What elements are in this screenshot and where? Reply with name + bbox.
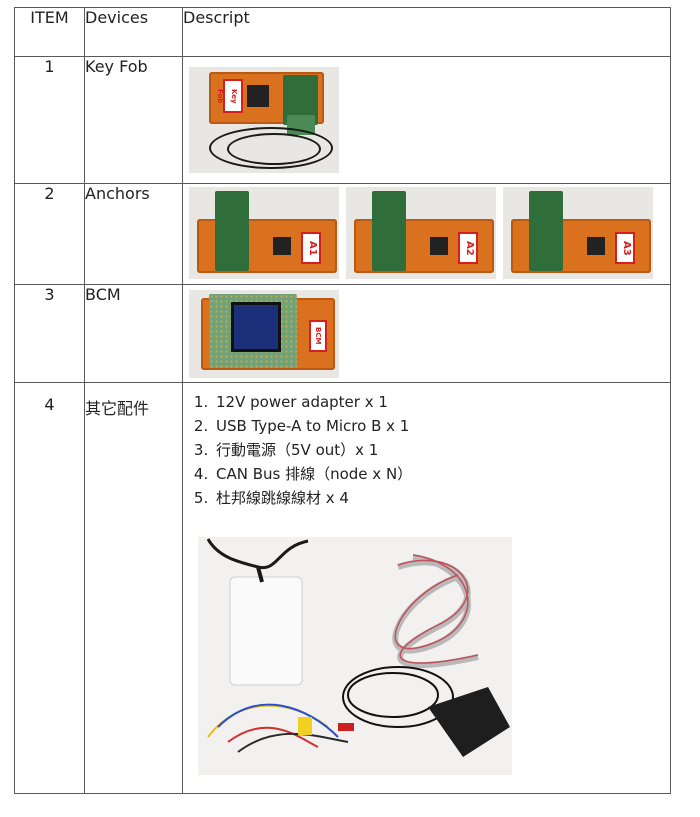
- device-photo-cell: Key Fob: [182, 56, 671, 184]
- device-name: BCM: [84, 284, 183, 383]
- list-item: 杜邦線跳線線材 x 4: [213, 486, 670, 510]
- table-row: 4 其它配件 12V power adapter x 1 USB Type-A …: [14, 382, 671, 794]
- header-devices: Devices: [84, 7, 183, 57]
- list-item: USB Type-A to Micro B x 1: [213, 414, 670, 438]
- table-row: 1 Key Fob Key Fob: [14, 56, 671, 184]
- device-table: ITEM Devices Descript 1 Key Fob Key Fob …: [14, 7, 671, 794]
- item-number: 4: [14, 382, 85, 794]
- device-photo-cell: A1 A2 A3: [182, 183, 671, 285]
- list-item: 行動電源（5V out）x 1: [213, 438, 670, 462]
- accessory-list: 12V power adapter x 1 USB Type-A to Micr…: [183, 383, 670, 510]
- anchor-tag: A2: [458, 232, 478, 264]
- anchor-photo-a2: A2: [346, 187, 496, 279]
- bcm-photo: BCM: [189, 290, 339, 378]
- anchor-photo-a3: A3: [503, 187, 653, 279]
- list-item: 12V power adapter x 1: [213, 390, 670, 414]
- key-fob-tag: Key Fob: [216, 79, 243, 113]
- header-item: ITEM: [14, 7, 85, 57]
- item-number: 2: [14, 183, 85, 285]
- table-row: 2 Anchors A1 A2 A3: [14, 183, 671, 285]
- accessory-cell: 12V power adapter x 1 USB Type-A to Micr…: [182, 382, 671, 794]
- bcm-tag: BCM: [309, 320, 327, 352]
- device-name: 其它配件: [84, 382, 183, 794]
- accessories-illustration: [206, 538, 510, 757]
- device-photo-cell: BCM: [182, 284, 671, 383]
- key-fob-photo: Key Fob: [189, 67, 339, 173]
- anchor-tag: A3: [615, 232, 635, 264]
- table-row: 3 BCM BCM: [14, 284, 671, 383]
- header-descript: Descript: [182, 7, 671, 57]
- list-item: CAN Bus 排線（node x N）: [213, 462, 670, 486]
- device-name: Key Fob: [84, 56, 183, 184]
- device-name: Anchors: [84, 183, 183, 285]
- header-row: ITEM Devices Descript: [14, 7, 671, 57]
- anchor-photo-a1: A1: [189, 187, 339, 279]
- anchor-tag: A1: [301, 232, 321, 264]
- item-number: 3: [14, 284, 85, 383]
- item-number: 1: [14, 56, 85, 184]
- accessories-photo: [198, 537, 512, 775]
